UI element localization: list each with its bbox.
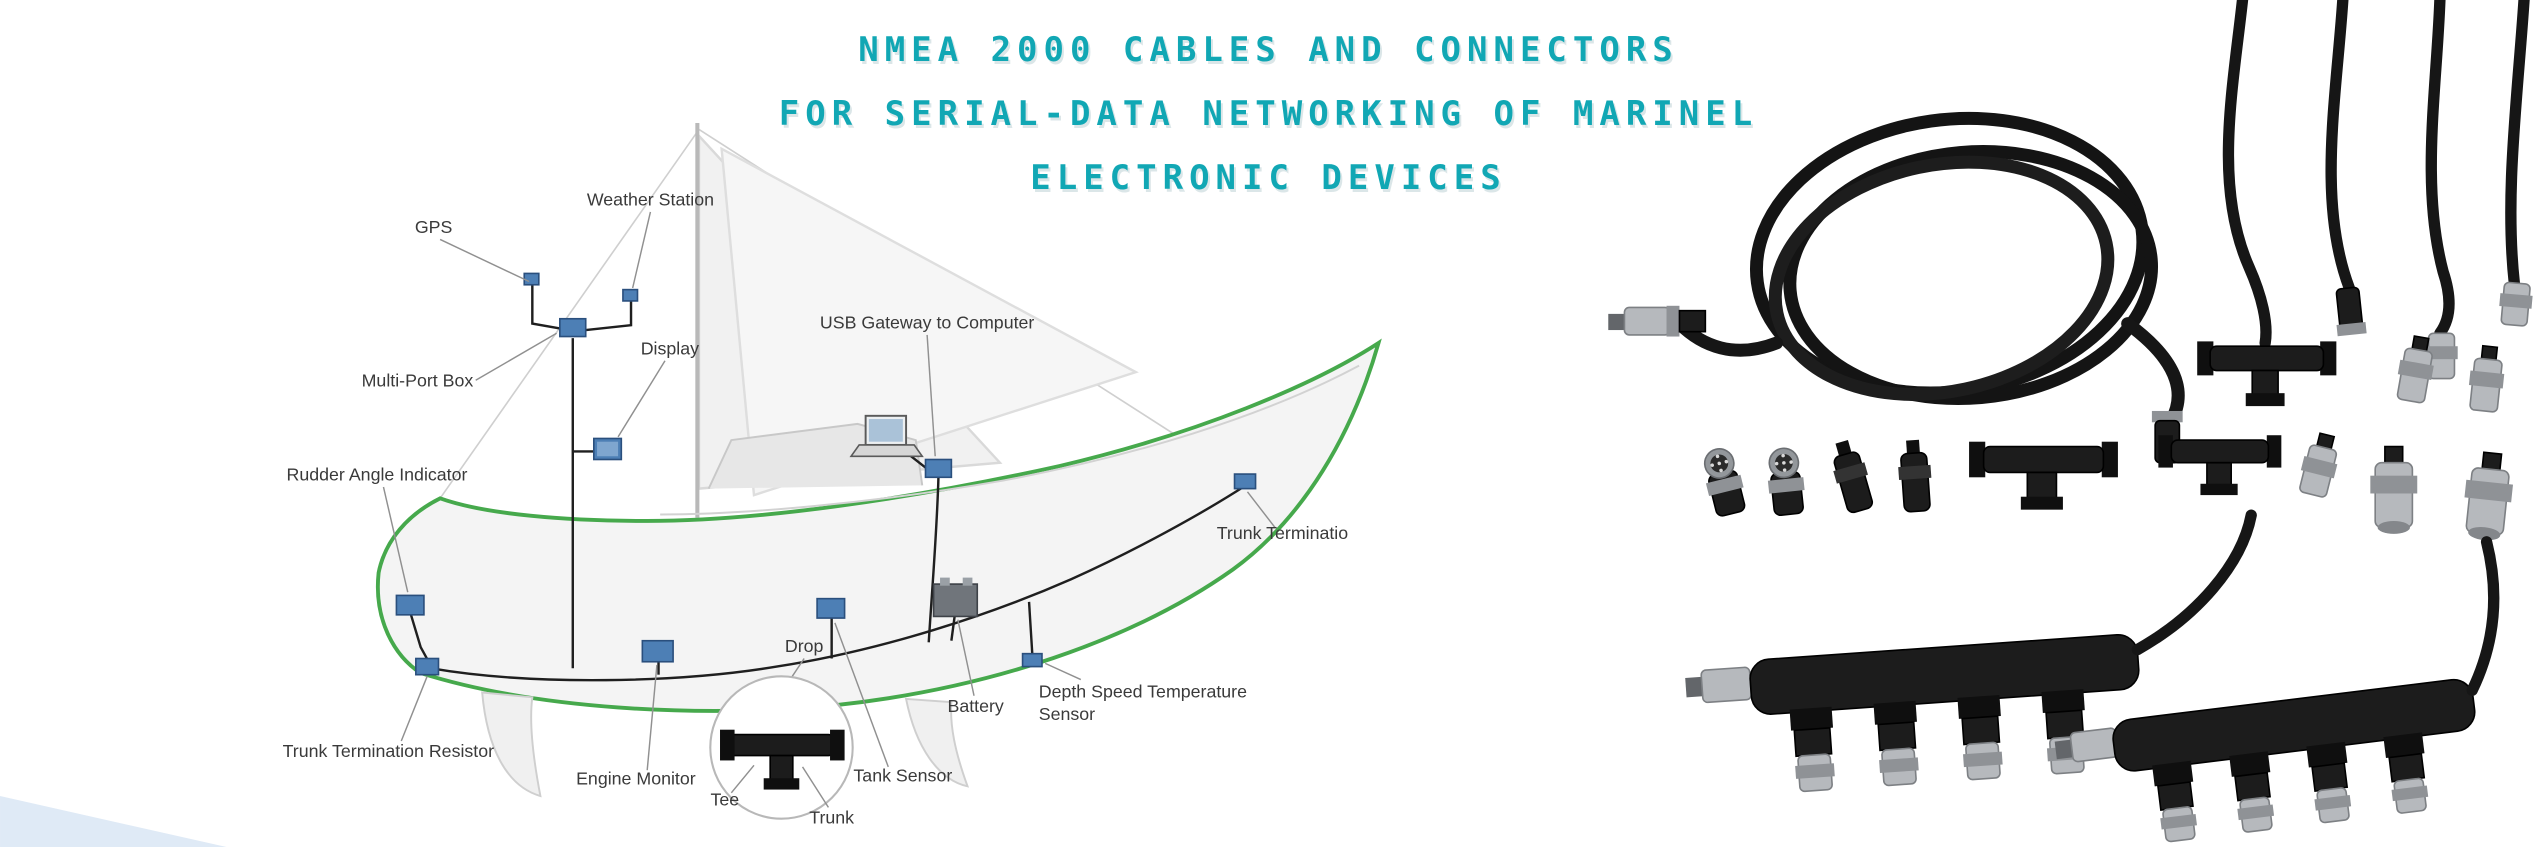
network-nodes (395, 272, 1257, 676)
label-display: Display (641, 338, 699, 358)
node-depth-sensor (1021, 652, 1043, 668)
nmea-backbone (409, 284, 1247, 682)
male-connector-2 (1898, 439, 1932, 513)
label-battery: Battery (947, 696, 1003, 716)
label-usb-gateway: USB Gateway to Computer (820, 312, 1035, 332)
label-drop: Drop (785, 636, 824, 656)
product-tee-connector-3 (2158, 435, 2282, 496)
node-battery (932, 577, 979, 618)
metal-connector-cable3 (2425, 332, 2458, 380)
node-rudder-angle-indicator (395, 594, 425, 616)
product-photo (1608, 0, 2533, 843)
label-depth-sensor-line2: Sensor (1039, 704, 1095, 724)
label-weather-station: Weather Station (587, 189, 714, 209)
label-leaders (382, 211, 1276, 808)
label-rudder-angle-indicator: Rudder Angle Indicator (287, 465, 468, 485)
label-tee: Tee (711, 790, 740, 810)
node-laptop (849, 414, 924, 458)
node-multi-port-box (559, 317, 587, 338)
female-connector-2 (1767, 447, 1805, 517)
product-metal-connectors (2370, 445, 2513, 541)
tee-connector-detail (728, 733, 835, 757)
male-connector-1 (1833, 440, 1874, 514)
label-gps: GPS (415, 217, 453, 237)
node-weather-station (622, 288, 639, 302)
title-line-2: FOR SERIAL-DATA NETWORKING OF MARINEL (778, 94, 1759, 134)
boat-diagram: GPS Weather Station Display Multi-Port B… (283, 122, 1382, 828)
banner-title: NMEA 2000 CABLES AND CONNECTORS FOR SERI… (0, 18, 2537, 210)
metal-connector-coil-end (1608, 305, 1707, 337)
keel-fin (481, 691, 542, 798)
title-line-3: ELECTRONIC DEVICES (1030, 158, 1507, 198)
node-trunk-termination (1233, 473, 1257, 490)
node-gps-antenna (523, 272, 540, 286)
diagram-labels: GPS Weather Station Display Multi-Port B… (283, 189, 1349, 827)
label-engine-monitor: Engine Monitor (576, 769, 696, 789)
node-usb-gateway (924, 458, 953, 479)
metal-connector-mid (2299, 432, 2338, 498)
label-tank-sensor: Tank Sensor (853, 765, 952, 785)
label-trunk: Trunk (809, 808, 854, 828)
rudder-fin (904, 697, 970, 788)
manifold-2-ports (2152, 732, 2429, 843)
corner-accent (0, 796, 227, 847)
title-line-1: NMEA 2000 CABLES AND CONNECTORS (858, 30, 1679, 70)
label-trunk-termination-resistor: Trunk Termination Resistor (283, 741, 495, 761)
node-display (593, 437, 623, 461)
node-tank-sensor (816, 597, 846, 619)
hull-outline (375, 338, 1382, 713)
label-depth-sensor-line1: Depth Speed Temperature (1039, 681, 1247, 701)
product-tee-connector-1 (2197, 341, 2337, 407)
label-trunk-termination: Trunk Terminatio (1217, 523, 1349, 543)
product-multiport-manifold-2 (2054, 536, 2500, 843)
product-hanging-cables (2222, 0, 2533, 380)
product-connector-lineup (1703, 439, 1932, 517)
tee-detail-magnifier (709, 658, 854, 820)
node-trunk-termination-resistor (415, 657, 440, 676)
product-connector-pair-top (2396, 335, 2505, 413)
female-connector-1 (1703, 448, 1746, 517)
label-multi-port-box: Multi-Port Box (362, 371, 474, 391)
product-multiport-manifold-1 (1685, 509, 2257, 793)
product-tee-connector-2 (1969, 441, 2118, 510)
metal-connector-cable4 (2499, 281, 2533, 327)
black-connector-cable2 (2335, 286, 2367, 337)
node-engine-monitor (641, 639, 674, 663)
